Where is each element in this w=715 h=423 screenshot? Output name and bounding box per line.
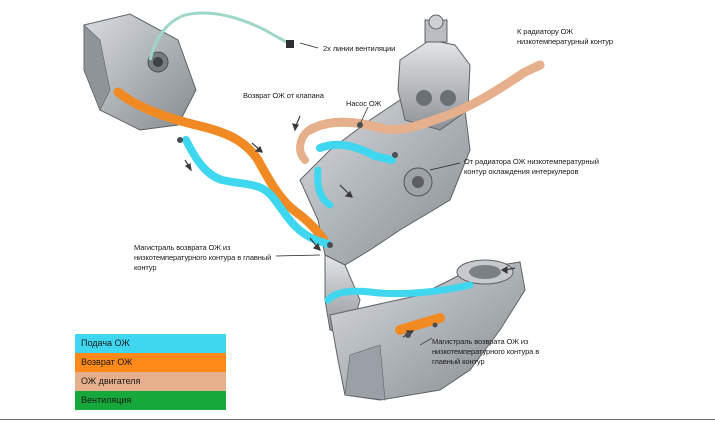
legend-label-return: Возврат ОЖ [81, 357, 133, 367]
pump-housing [397, 14, 471, 131]
label-main-return-right-1: Магистраль возврата ОЖ из [432, 337, 529, 346]
legend-item-ventilation: Вентиляция [75, 391, 226, 410]
legend-item-supply: Подача ОЖ [75, 334, 226, 353]
legend-label-supply: Подача ОЖ [81, 338, 130, 348]
legend-item-engine-coolant: ОЖ двигателя [75, 372, 226, 391]
label-valve-return: Возврат ОЖ от клапана [243, 91, 324, 100]
oil-sump [329, 259, 526, 401]
engine-coolant-pipe-left [296, 124, 316, 164]
bolts [177, 122, 438, 338]
leader-lines [275, 42, 461, 346]
return-pipe-lower [395, 313, 445, 335]
label-radiator-to-2: низкотемпературный контур [517, 37, 613, 46]
vent-line-cap [286, 40, 294, 48]
supply-pipe-lower [324, 281, 474, 304]
legend-item-return: Возврат ОЖ [75, 353, 226, 372]
bottom-divider [0, 419, 715, 420]
label-pump: Насос ОЖ [346, 99, 382, 108]
label-from-radiator-2: контур охлаждения интеркулеров [464, 167, 579, 176]
label-vent-lines: 2х линии вентиляции [323, 44, 396, 53]
ventilation-line [148, 11, 291, 61]
label-main-return-left-3: контур [134, 263, 157, 272]
supply-pipe-main [182, 136, 332, 248]
engine-coolant-pipe [305, 60, 545, 135]
supply-pipe-pump [316, 140, 396, 164]
label-main-return-left-2: низкотемпературного контура в главный [134, 253, 272, 262]
legend-label-ventilation: Вентиляция [81, 395, 132, 405]
supply-pipe-drop [314, 166, 334, 209]
label-main-return-left-1: Магистраль возврата ОЖ из [134, 243, 231, 252]
label-from-radiator-1: От радиатора ОЖ низкотемпературный [464, 157, 599, 166]
upper-housing [83, 13, 197, 131]
return-pipe-upper [113, 87, 329, 245]
label-main-return-right-2: низкотемпературного контура в [432, 347, 540, 356]
legend-label-engine-coolant: ОЖ двигателя [81, 376, 141, 386]
label-radiator-to-1: К радиатору ОЖ [517, 27, 574, 36]
label-main-return-right-3: главный контур [432, 357, 485, 366]
flow-arrows [184, 115, 516, 338]
